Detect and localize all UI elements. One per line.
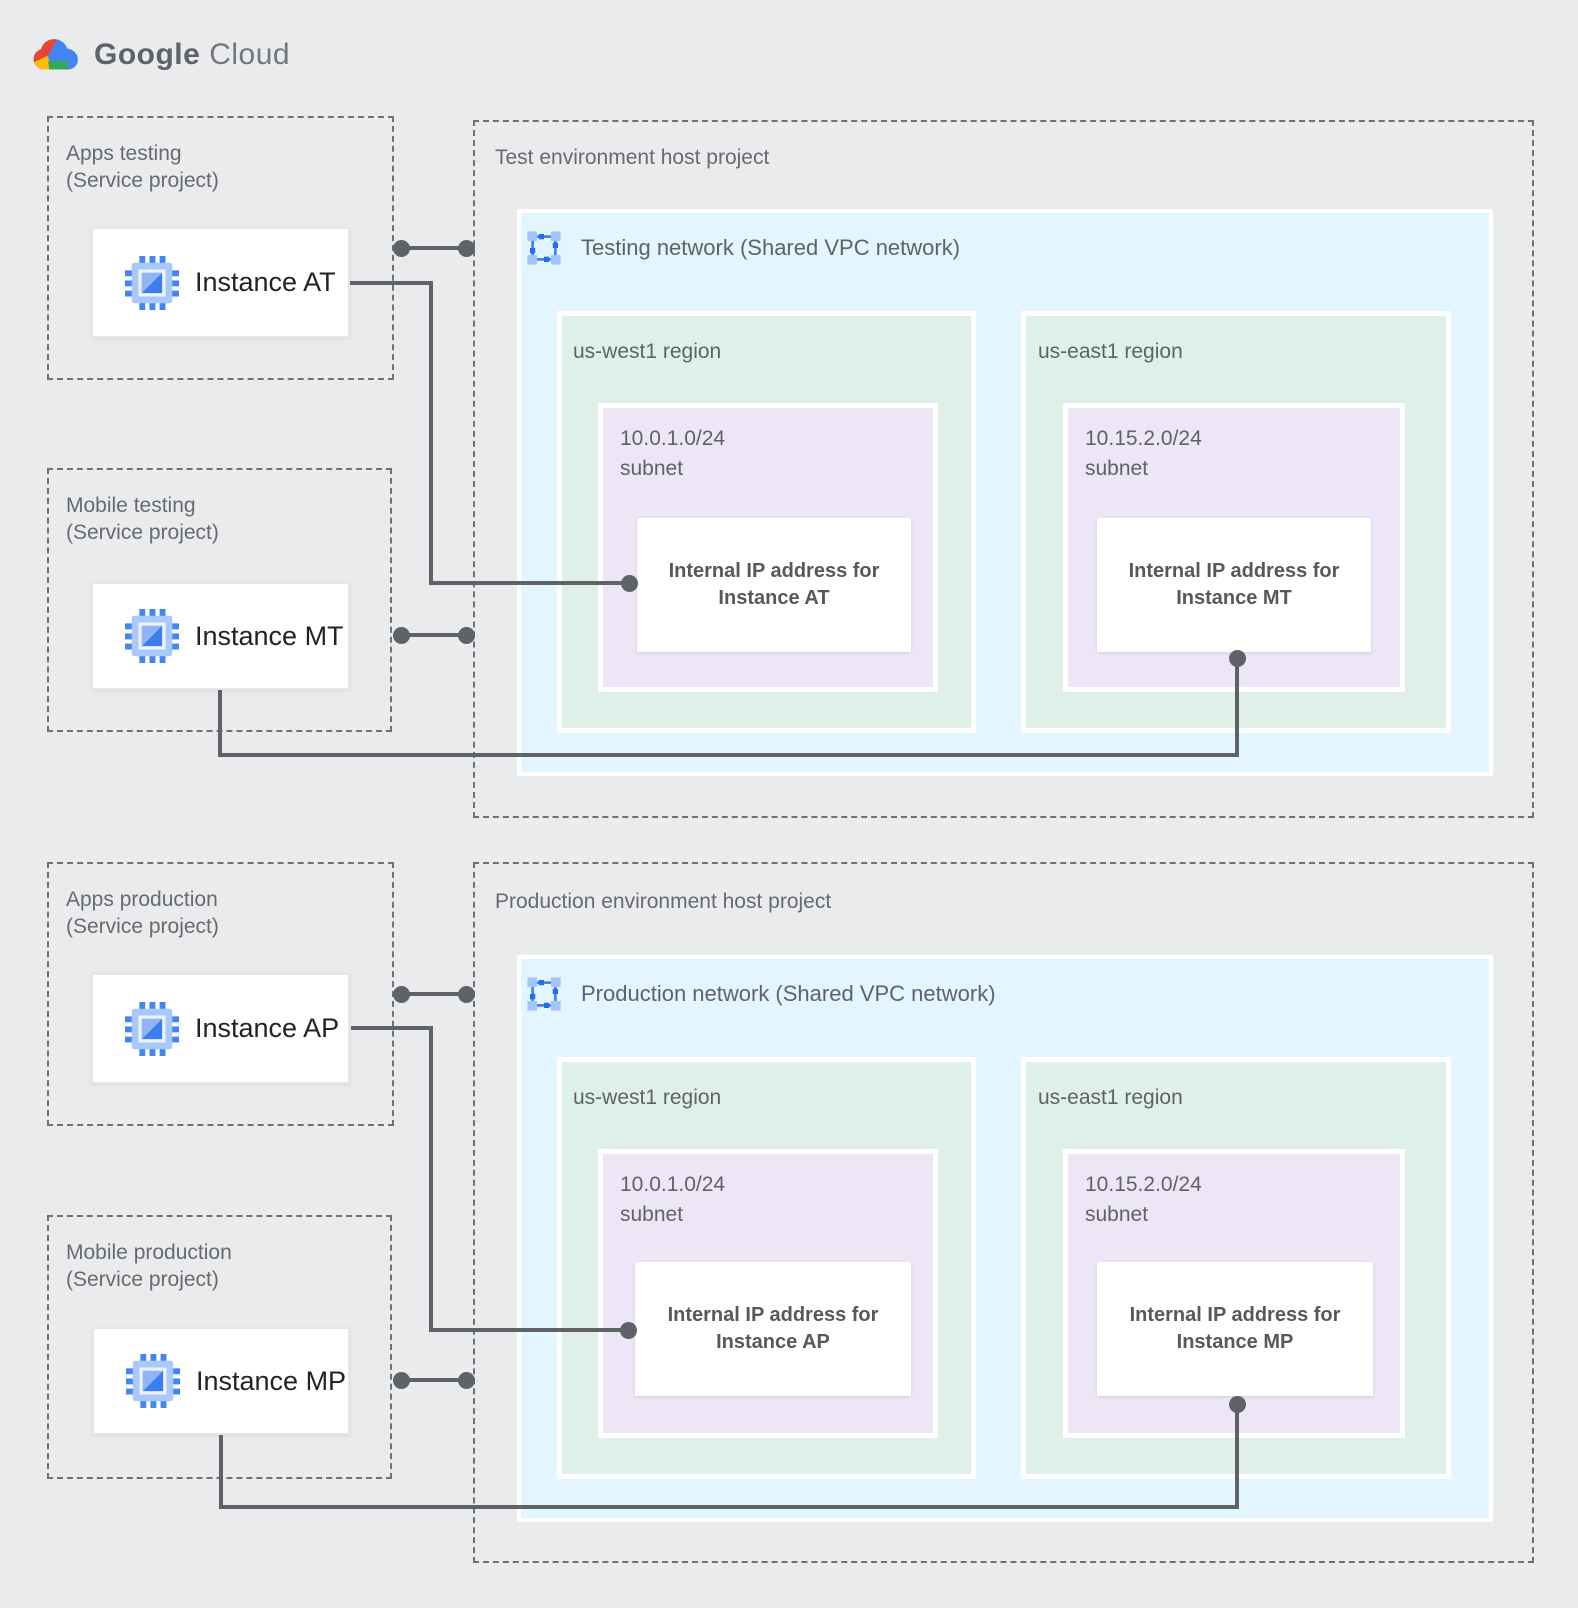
ip-line1: Internal IP address for — [667, 1304, 879, 1326]
apps-production-label: Apps production (Service project) — [66, 886, 219, 940]
ip-line2: Instance MT — [1176, 587, 1292, 609]
instance-ap-label: Instance AP — [195, 1013, 340, 1043]
subnet-word: subnet — [1085, 1203, 1149, 1226]
apps-testing-title: Apps testing — [66, 142, 182, 165]
connector-dot — [393, 240, 410, 257]
mobile-testing-label: Mobile testing (Service project) — [66, 492, 219, 546]
test-host-project-title: Test environment host project — [495, 146, 770, 169]
compute-instance-icon — [125, 255, 179, 310]
instance-ap-card: Instance AP — [91, 973, 350, 1084]
test-host-project-box — [473, 120, 1534, 818]
connector-dot — [393, 1372, 410, 1389]
subnet-cidr: 10.15.2.0/24 — [1085, 427, 1202, 450]
connector-dot — [1229, 650, 1246, 667]
connector-dot — [393, 986, 410, 1003]
instance-mp-label: Instance MP — [196, 1365, 347, 1396]
connector-line — [219, 1435, 223, 1509]
connector-line — [351, 1026, 433, 1030]
internal-ip-instance-mp-box: Internal IP address for Instance MP — [1097, 1262, 1373, 1396]
apps-testing-subtitle: (Service project) — [66, 169, 219, 192]
ip-line1: Internal IP address for — [1128, 560, 1340, 582]
logo-wordmark: Google Cloud — [94, 38, 290, 72]
google-cloud-logo: Google Cloud — [30, 34, 290, 76]
ip-line1: Internal IP address for — [1129, 1304, 1341, 1326]
subnet-cidr: 10.15.2.0/24 — [1085, 1173, 1202, 1196]
connector-line — [429, 581, 625, 585]
internal-ip-instance-ap-box: Internal IP address for Instance AP — [635, 1262, 911, 1396]
ip-line1: Internal IP address for — [668, 560, 880, 582]
connector-line — [350, 281, 433, 285]
connector-line — [429, 1328, 625, 1332]
connector-dot — [458, 1372, 475, 1389]
testing-network-header: Testing network (Shared VPC network) — [523, 227, 960, 269]
test-us-west1-region-label: us-west1 region — [573, 340, 722, 363]
subnet-word: subnet — [620, 1203, 684, 1226]
connector-line — [218, 690, 222, 757]
connector-line — [1235, 1404, 1239, 1509]
instance-at-label: Instance AT — [195, 267, 336, 297]
prod-east-subnet-label: 10.15.2.0/24 subnet — [1085, 1170, 1202, 1230]
instance-mp-card: Instance MP — [92, 1327, 350, 1435]
subnet-word: subnet — [1085, 457, 1149, 480]
prod-us-west1-region-label: us-west1 region — [573, 1086, 722, 1109]
internal-ip-instance-mt-box: Internal IP address for Instance MT — [1097, 518, 1371, 652]
connector-dot — [620, 1322, 637, 1339]
subnet-cidr: 10.0.1.0/24 — [620, 1173, 726, 1196]
mobile-testing-subtitle: (Service project) — [66, 521, 219, 544]
ip-line2: Instance MP — [1176, 1331, 1294, 1353]
mobile-production-subtitle: (Service project) — [66, 1268, 219, 1291]
test-us-east1-region-label: us-east1 region — [1038, 340, 1183, 363]
connector-line — [401, 246, 466, 250]
compute-instance-icon — [126, 1354, 180, 1408]
production-network-label: Production network (Shared VPC network) — [581, 981, 996, 1006]
apps-production-subtitle: (Service project) — [66, 915, 219, 938]
ip-line2: Instance AP — [716, 1331, 830, 1353]
subnet-cidr: 10.0.1.0/24 — [620, 427, 726, 450]
apps-testing-label: Apps testing (Service project) — [66, 140, 219, 194]
testing-network-label: Testing network (Shared VPC network) — [581, 235, 961, 260]
mobile-production-title: Mobile production — [66, 1241, 232, 1264]
production-host-project-title: Production environment host project — [495, 890, 832, 913]
subnet-word: subnet — [620, 457, 684, 480]
google-cloud-icon — [33, 39, 78, 70]
prod-us-east1-region-label: us-east1 region — [1038, 1086, 1183, 1109]
ip-line2: Instance AT — [718, 587, 830, 609]
vpc-network-icon — [527, 977, 561, 1011]
instance-at-card: Instance AT — [91, 227, 350, 338]
internal-ip-instance-at-box: Internal IP address for Instance AT — [637, 518, 911, 652]
connector-line — [429, 281, 433, 585]
connector-line — [401, 992, 466, 996]
test-west-subnet-label: 10.0.1.0/24 subnet — [620, 424, 725, 484]
connector-line — [219, 1505, 1239, 1509]
prod-west-subnet-label: 10.0.1.0/24 subnet — [620, 1170, 725, 1230]
connector-line — [429, 1026, 433, 1332]
production-network-header: Production network (Shared VPC network) — [523, 973, 996, 1015]
mobile-production-label: Mobile production (Service project) — [66, 1239, 232, 1293]
compute-instance-icon — [125, 1001, 179, 1056]
connector-line — [401, 1378, 466, 1382]
connector-dot — [393, 627, 410, 644]
compute-instance-icon — [125, 609, 179, 663]
test-east-subnet-label: 10.15.2.0/24 subnet — [1085, 424, 1202, 484]
apps-production-title: Apps production — [66, 888, 218, 911]
connector-dot — [1229, 1396, 1246, 1413]
connector-dot — [458, 627, 475, 644]
logo-product: Cloud — [209, 38, 291, 71]
instance-mt-card: Instance MT — [91, 582, 350, 690]
mobile-testing-title: Mobile testing — [66, 494, 196, 517]
connector-line — [401, 633, 466, 637]
logo-brand: Google — [94, 38, 201, 71]
connector-dot — [458, 986, 475, 1003]
production-host-project-box — [473, 862, 1534, 1563]
vpc-network-icon — [527, 231, 561, 265]
instance-mt-label: Instance MT — [195, 620, 344, 651]
connector-dot — [458, 240, 475, 257]
connector-line — [1235, 659, 1239, 757]
connector-line — [218, 753, 1239, 757]
connector-dot — [621, 575, 638, 592]
